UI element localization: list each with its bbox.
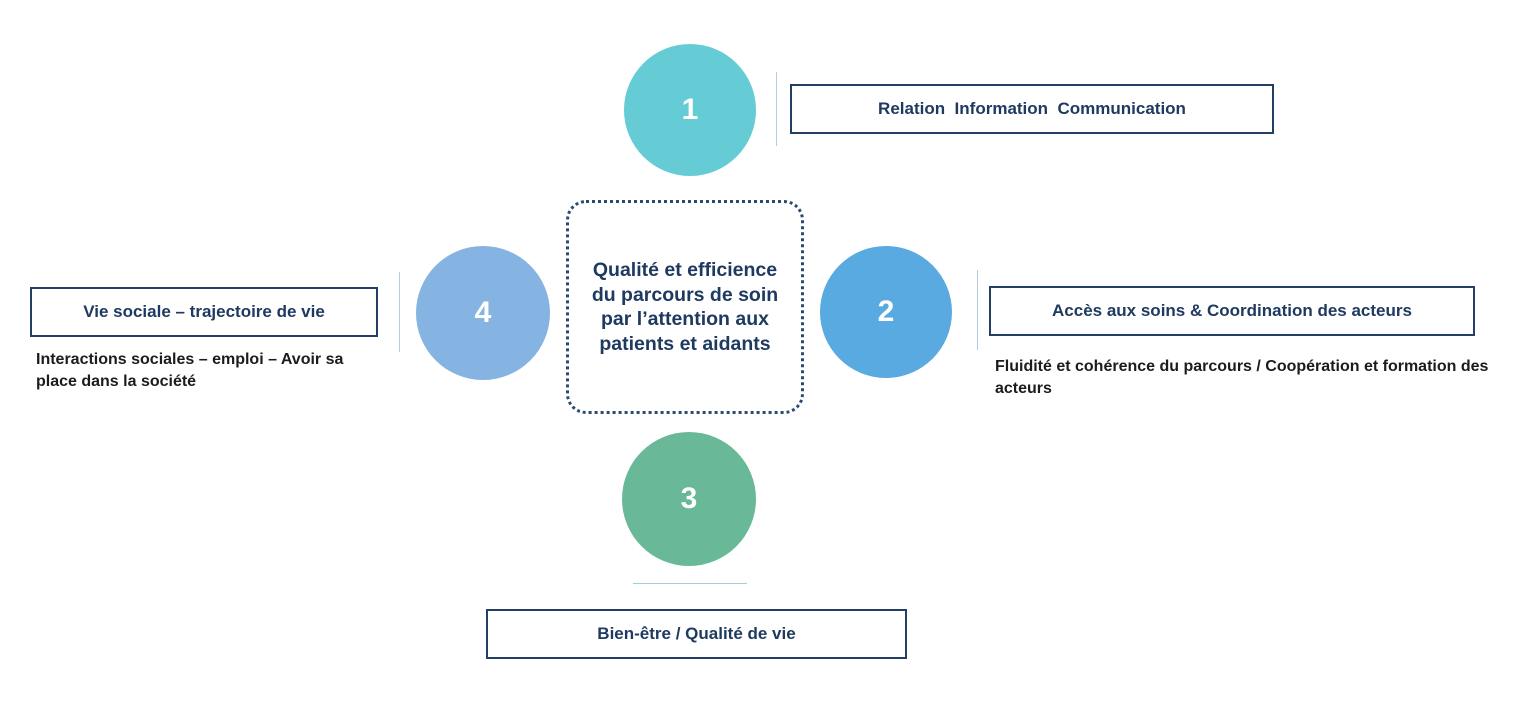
central-theme-box: Qualité et efficience du parcours de soi…	[566, 200, 804, 414]
node-2-label: Accès aux soins & Coordination des acteu…	[989, 286, 1475, 336]
node-1-circle: 1	[624, 44, 756, 176]
node-2-label-text: Accès aux soins & Coordination des acteu…	[1052, 301, 1412, 320]
connector-line-2	[977, 270, 978, 350]
node-3-label: Bien-être / Qualité de vie	[486, 609, 907, 659]
node-1-label-text: Relation Information Communication	[878, 99, 1186, 118]
node-4-label: Vie sociale – trajectoire de vie	[30, 287, 378, 337]
node-4-circle: 4	[416, 246, 550, 380]
node-2-description: Fluidité et cohérence du parcours / Coop…	[995, 358, 1489, 397]
node-4-label-text: Vie sociale – trajectoire de vie	[83, 302, 325, 321]
connector-line-1	[776, 72, 777, 146]
node-1-label: Relation Information Communication	[790, 84, 1274, 134]
node-4-description: Interactions sociales – emploi – Avoir s…	[36, 351, 344, 390]
node-3-circle: 3	[622, 432, 756, 566]
node-2-circle: 2	[820, 246, 952, 378]
connector-line-3	[633, 583, 747, 584]
node-3-label-text: Bien-être / Qualité de vie	[597, 624, 796, 643]
central-theme-text: Qualité et efficience du parcours de soi…	[591, 259, 779, 355]
connector-line-4	[399, 272, 400, 352]
